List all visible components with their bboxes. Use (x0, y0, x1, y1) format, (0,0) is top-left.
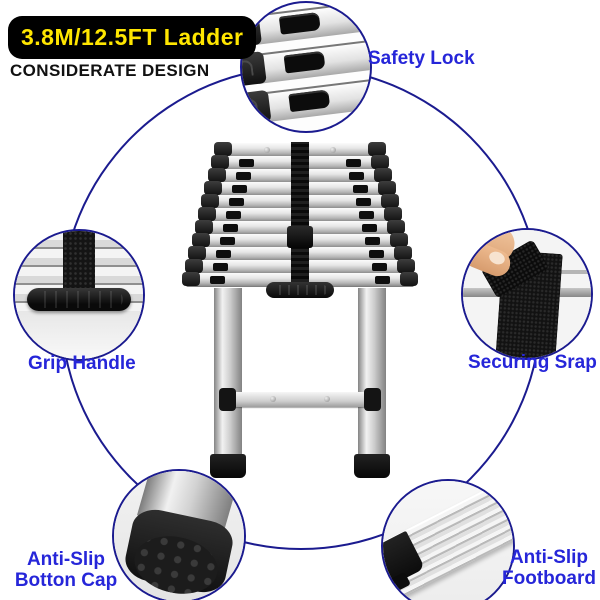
rivet (330, 147, 337, 153)
lock-latch (352, 185, 368, 193)
lock-latch (355, 198, 371, 206)
lock-latch (235, 172, 251, 180)
lock-latch (216, 250, 232, 258)
ladder-photo (180, 140, 420, 485)
ladder-strap (291, 142, 309, 288)
lock-latch (226, 211, 241, 219)
ladder-right-foot (354, 454, 390, 478)
lock-latch (229, 198, 245, 206)
lock-latch (222, 224, 238, 232)
rivet (263, 147, 270, 153)
bottom-cap-photo (112, 469, 246, 600)
footboard-photo (381, 479, 515, 600)
size-badge: 3.8M/12.5FT Ladder (8, 16, 257, 59)
subtitle: CONSIDERATE DESIGN (10, 61, 210, 80)
bottom-cap-label: Anti-Slip Botton Cap (14, 549, 118, 591)
lock-latch (232, 185, 248, 193)
lock-latch (362, 224, 378, 232)
lock-latch (349, 172, 365, 180)
strap-detail (63, 231, 95, 291)
securing-strap-photo (461, 228, 593, 360)
lock-latch (210, 276, 225, 284)
lock-latch (346, 159, 362, 167)
lock-latch (371, 263, 387, 271)
rivet (323, 396, 330, 402)
lock-latch (213, 263, 229, 271)
ladder-left-leg (214, 288, 242, 458)
lock-latch (219, 237, 235, 245)
lock-latch (365, 237, 381, 245)
lock-latch (359, 211, 374, 219)
lock-latch (375, 276, 390, 284)
grip-handle-detail (27, 288, 131, 311)
footboard-label: Anti-Slip Footboard (502, 547, 596, 589)
ladder-rung (204, 181, 396, 195)
ladder-right-leg (358, 288, 386, 458)
rung-clamp (219, 388, 236, 411)
rung-clamp (364, 388, 381, 411)
lock-latch (368, 250, 384, 258)
strap-buckle (287, 226, 313, 248)
grip-handle-label: Grip Handle (28, 353, 136, 374)
rivet (270, 396, 277, 402)
size-badge-text: 3.8M/12.5FT Ladder (21, 24, 244, 50)
bottom-rung (232, 392, 368, 407)
securing-strap-label: Securing Srap (468, 352, 597, 373)
carry-handle (266, 282, 334, 298)
lock-latch (238, 159, 254, 167)
grip-handle-photo (13, 229, 145, 361)
safety-lock-photo (240, 1, 372, 133)
safety-lock-label: Safety Lock (368, 48, 475, 69)
safety-lock-detail (242, 3, 370, 131)
